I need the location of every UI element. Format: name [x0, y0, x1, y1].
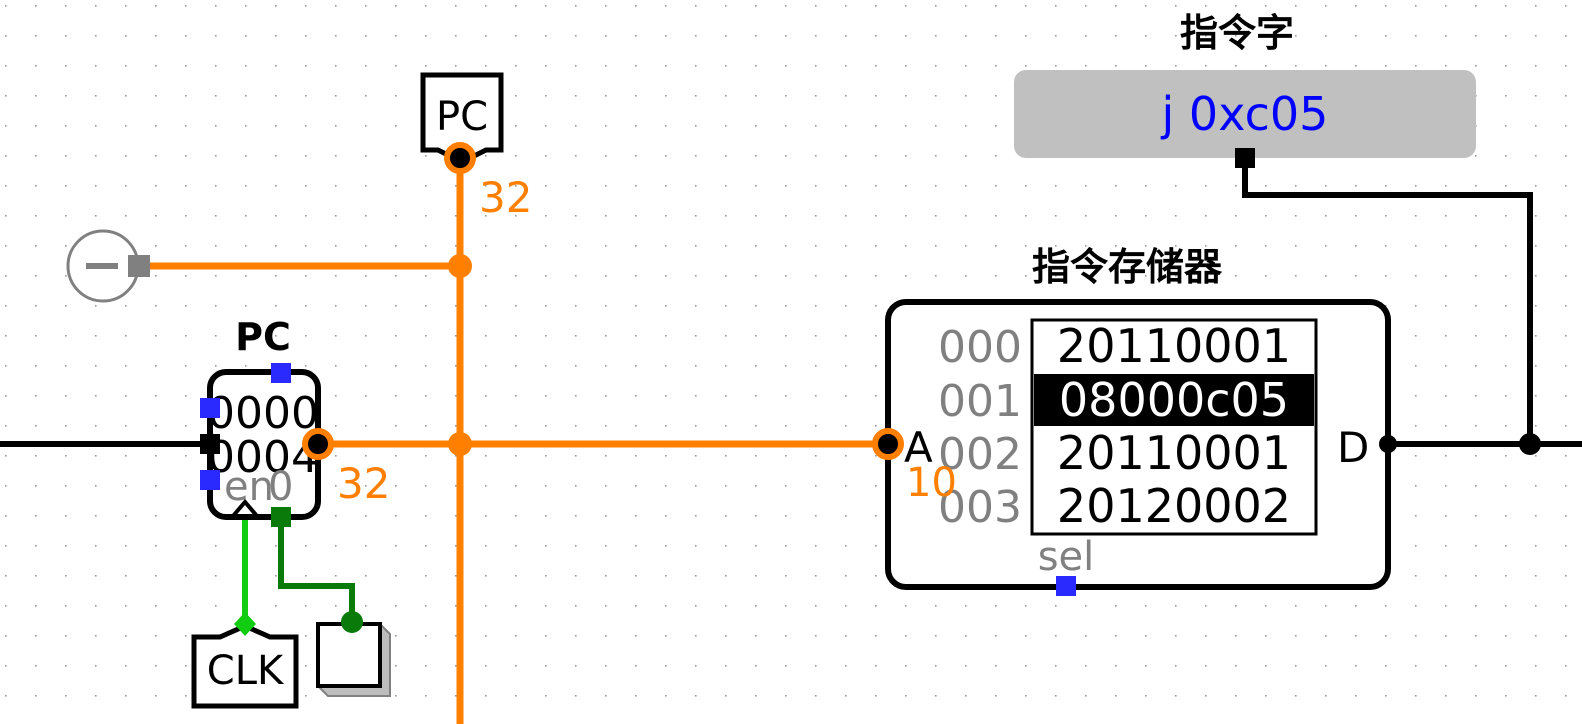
- register-port-left-top[interactable]: [200, 398, 220, 418]
- clk-tunnel[interactable]: CLK: [191, 623, 299, 709]
- constant-port[interactable]: [128, 255, 150, 277]
- rom-row-address: 000: [938, 322, 1022, 373]
- rom-address-width-label: 10: [906, 460, 957, 506]
- pc-register[interactable]: 0000 0004 en 0: [200, 363, 321, 527]
- rom-row-address: 001: [938, 376, 1022, 427]
- rom-sel-label: sel: [1038, 534, 1095, 580]
- clock-port-diamond[interactable]: [234, 612, 256, 636]
- rom-contents-box: [1030, 318, 1318, 536]
- button-port[interactable]: [341, 611, 363, 633]
- rom-title: 指令存储器: [1032, 245, 1223, 289]
- rom-data-label: D: [1337, 423, 1369, 472]
- rom-row-address: 003: [938, 482, 1022, 533]
- rom-address-label: A: [904, 423, 933, 472]
- instruction-rom[interactable]: 000 20110001 001 08000c05 002 20110001 0…: [885, 299, 1391, 596]
- register-title: PC: [235, 315, 291, 359]
- enable-wire[interactable]: [278, 516, 355, 622]
- rom-address-port[interactable]: [872, 428, 904, 460]
- pc-tunnel-label: PC: [436, 94, 488, 140]
- button-face: [316, 622, 382, 688]
- enable-button[interactable]: [316, 622, 391, 697]
- bus-junction-dot: [448, 254, 472, 278]
- clk-tunnel-shape: [191, 623, 299, 709]
- pc-tunnel-port[interactable]: [444, 142, 476, 174]
- register-port-left-bottom[interactable]: [200, 470, 220, 490]
- probe-port[interactable]: [1235, 148, 1255, 168]
- register-zero-label: 0: [268, 464, 293, 510]
- rom-data-port[interactable]: [1379, 435, 1397, 453]
- clock-triangle-icon: [231, 498, 259, 518]
- register-output-port[interactable]: [302, 428, 334, 460]
- rom-selected-row-highlight: [1034, 374, 1314, 426]
- rom-row-address: 002: [938, 429, 1022, 480]
- probe-title: 指令字: [1180, 11, 1294, 55]
- register-port-input[interactable]: [200, 434, 220, 454]
- clk-tunnel-label: CLK: [207, 648, 285, 694]
- bus-junction-dot: [448, 432, 472, 456]
- bus-width-label-register: 32: [337, 459, 390, 508]
- register-value-top: 0000: [207, 388, 319, 439]
- constant-component[interactable]: [66, 229, 150, 303]
- register-port-top[interactable]: [271, 363, 291, 383]
- instruction-probe[interactable]: j 0xc05: [1014, 70, 1476, 168]
- register-port-enable[interactable]: [271, 507, 291, 527]
- bus-width-label-top: 32: [479, 173, 532, 222]
- probe-wire[interactable]: [1242, 158, 1533, 444]
- register-value-bottom: 0004: [207, 432, 319, 483]
- rom-row-value[interactable]: 20110001: [1057, 426, 1291, 480]
- wire-junction-dot: [1519, 433, 1541, 455]
- probe-value: j 0xc05: [1161, 87, 1329, 141]
- rom-row-value-selected[interactable]: 08000c05: [1059, 373, 1289, 427]
- rom-row-value[interactable]: 20110001: [1057, 319, 1291, 373]
- probe-body: [1014, 70, 1476, 158]
- rom-row-value[interactable]: 20120002: [1057, 479, 1291, 533]
- register-en-label: en: [224, 464, 274, 510]
- rom-sel-port[interactable]: [1056, 576, 1076, 596]
- pc-tunnel[interactable]: PC: [420, 72, 504, 165]
